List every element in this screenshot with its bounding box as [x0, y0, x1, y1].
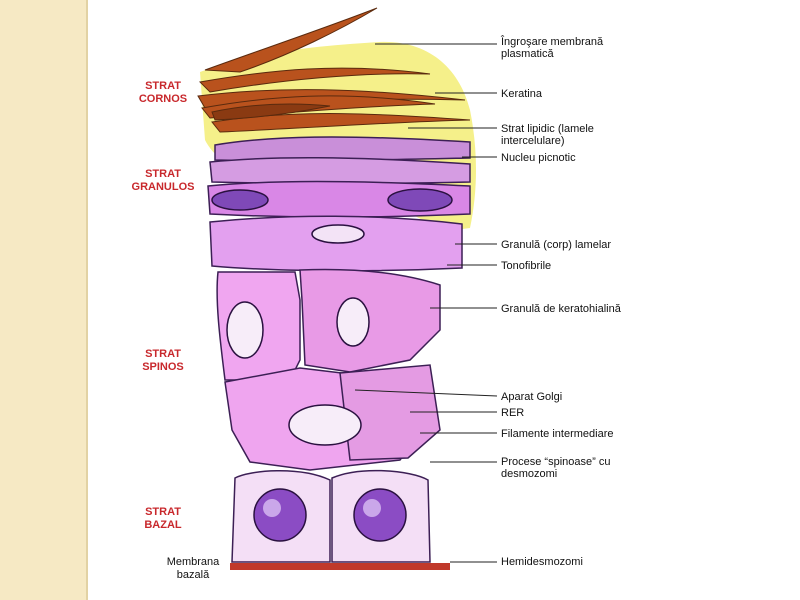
layer-label-granulos: STRAT GRANULOS — [131, 168, 195, 193]
callout-spiny-processes: Procese “spinoase” cu desmozomi — [501, 456, 611, 480]
callout-keratin: Keratina — [501, 88, 542, 100]
callout-tonofibrils: Tonofibrile — [501, 260, 552, 272]
side-strip — [0, 0, 88, 600]
layer-label-cornos: STRAT CORNOS — [138, 80, 188, 105]
leader-lines — [354, 43, 498, 563]
callout-golgi: Aparat Golgi — [501, 391, 563, 403]
callout-plasma-membrane-thickening: Îngroşare membrană plasmatică — [501, 36, 604, 60]
basement-membrane-label: Membrana bazală — [166, 556, 220, 581]
callout-hemidesmosomes: Hemidesmozomi — [501, 556, 583, 568]
callout-lamellar-granule: Granulă (corp) lamelar — [501, 239, 612, 251]
keratin-lamellae — [197, 7, 471, 133]
layer-label-bazal: STRAT BAZAL — [144, 506, 182, 531]
callout-rer: RER — [501, 407, 525, 419]
callout-pyknotic-nucleus: Nucleu picnotic — [501, 152, 576, 164]
callout-keratohyalin-granule: Granulă de keratohialină — [501, 303, 621, 315]
callout-lipid-layer: Strat lipidic (lamele intercelulare) — [501, 123, 594, 147]
callout-intermediate-filaments: Filamente intermediare — [501, 428, 614, 440]
basement-membrane — [230, 563, 450, 570]
layer-label-spinos: STRAT SPINOS — [142, 348, 184, 373]
